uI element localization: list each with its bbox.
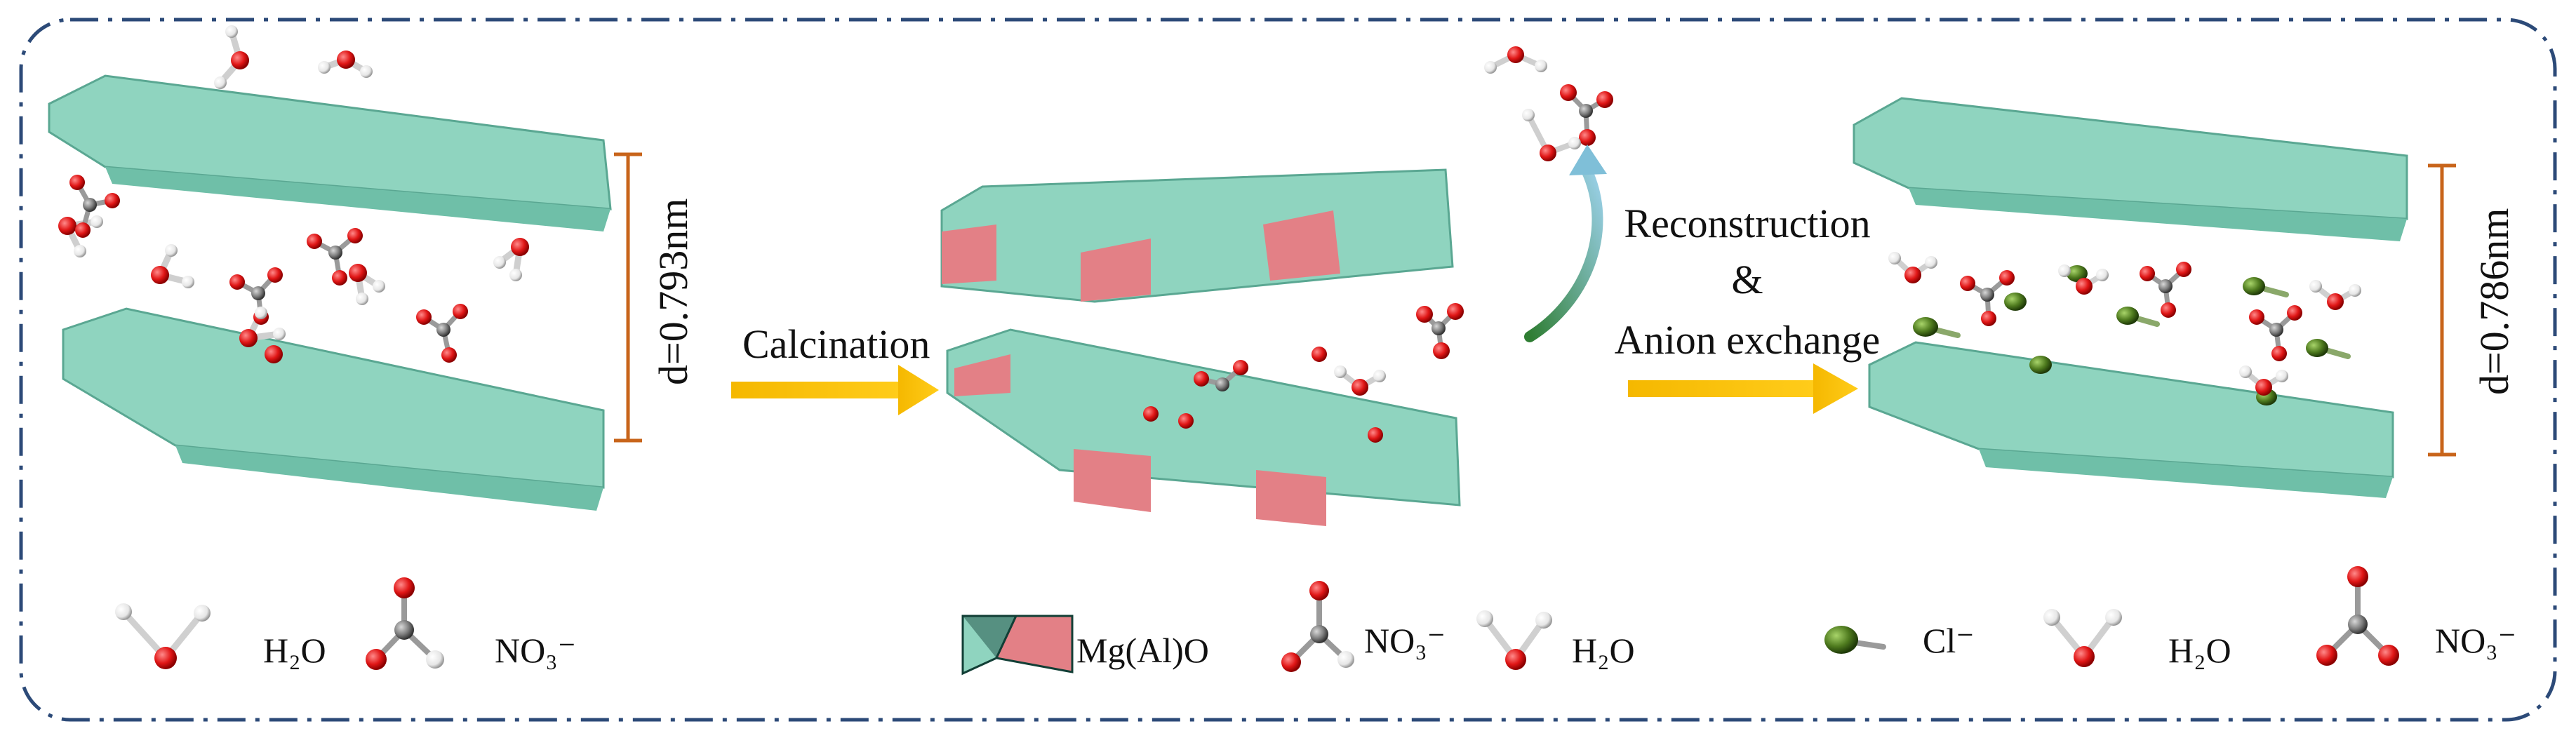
legend-water-label: H₂O (263, 631, 326, 670)
legend-nitrate-label: NO₃⁻ (2435, 621, 2517, 660)
panel-3-gallery-molecules (1888, 252, 2361, 405)
panel-2-layers (940, 168, 1461, 526)
mixed-oxide-layer (940, 168, 1454, 303)
interlayer-spacing-bar-1 (614, 152, 642, 443)
legend-nitrate-icon (1281, 581, 1354, 672)
legend-water-icon (1476, 610, 1552, 670)
legend-chloride-label: Cl⁻ (1923, 621, 1975, 660)
interlayer-spacing-label-2: d=0.786nm (2471, 208, 2517, 395)
panel-3-layers (1853, 97, 2408, 498)
legend-oxide-label: Mg(Al)O (1076, 631, 1209, 670)
reconstruction-label: Reconstruction (1624, 201, 1871, 246)
legend-water-icon (2043, 609, 2122, 667)
legend-nitrate-label: NO₃⁻ (495, 631, 577, 670)
layer-sheet (1868, 341, 2394, 498)
legend-chloride-icon (1824, 626, 1886, 654)
calcination-label: Calcination (742, 321, 930, 367)
reconstruction-curved-arrow (1524, 145, 1607, 342)
panel-1-layers (48, 74, 612, 511)
anion-exchange-label: Anion exchange (1614, 317, 1881, 363)
panel-2-released-molecules (1143, 46, 1613, 443)
ampersand-label: & (1731, 257, 1763, 302)
panel-1-gallery-molecules (58, 25, 529, 363)
layer-sheet (62, 307, 605, 511)
legend-oxide-icon (961, 615, 1074, 676)
legend-water-label: H₂O (1572, 631, 1635, 670)
mixed-oxide-layer (946, 328, 1461, 526)
layer-sheet (1853, 97, 2408, 241)
calcination-arrow (731, 365, 939, 415)
outer-dashed-border (19, 18, 2557, 722)
reconstruction-arrow (1628, 363, 1858, 414)
legend-nitrate-icon (2316, 566, 2399, 666)
interlayer-spacing-bar-2 (2428, 163, 2456, 457)
layer-sheet (48, 74, 612, 232)
legend-water-label: H₂O (2168, 631, 2231, 670)
interlayer-spacing-label-1: d=0.793nm (650, 198, 696, 385)
legend-nitrate-icon (366, 577, 444, 670)
legend-nitrate-label: NO₃⁻ (1364, 621, 1446, 660)
legend-water-icon (115, 603, 211, 669)
